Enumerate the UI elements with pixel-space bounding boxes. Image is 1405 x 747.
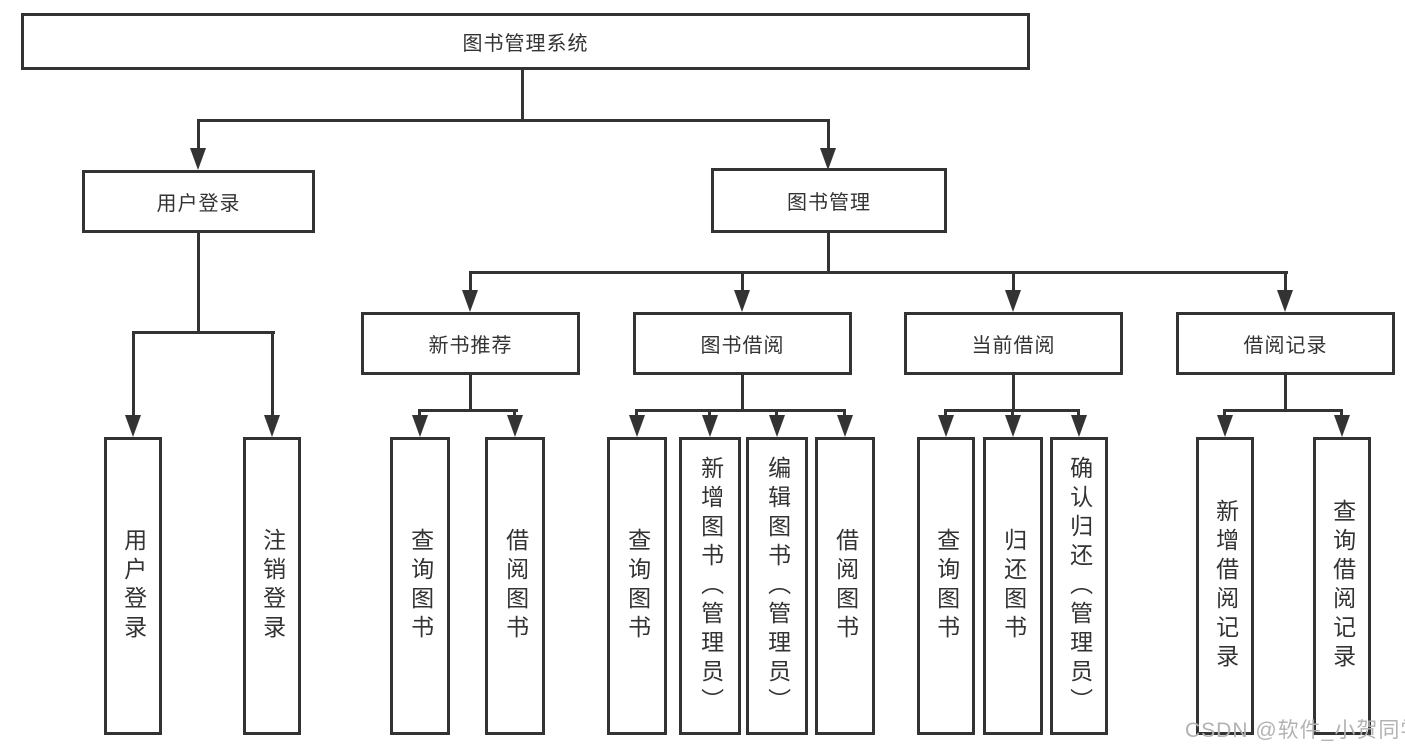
connector-line — [1011, 409, 1014, 419]
arrow-down-icon — [462, 290, 478, 312]
arrow-down-icon — [938, 415, 954, 437]
node-book-borrow: 图书借阅 — [633, 312, 852, 375]
connector-line — [469, 271, 472, 292]
connector-line — [418, 409, 518, 412]
arrow-down-icon — [1005, 290, 1021, 312]
leaf-query-books: 查询图书 — [917, 437, 975, 735]
connector-line — [1012, 375, 1015, 411]
connector-line — [827, 119, 830, 150]
node-borrow-records: 借阅记录 — [1176, 312, 1395, 375]
node-current-borrow: 当前借阅 — [904, 312, 1123, 375]
arrow-down-icon — [702, 415, 718, 437]
leaf-query-books: 查询图书 — [390, 437, 450, 735]
connector-line — [513, 409, 516, 419]
arrow-down-icon — [507, 415, 523, 437]
connector-line — [741, 271, 744, 292]
connector-line — [1340, 409, 1343, 419]
arrow-down-icon — [820, 148, 836, 170]
node-user-login: 用户登录 — [82, 170, 315, 233]
connector-line — [197, 119, 830, 122]
arrow-down-icon — [1217, 415, 1233, 437]
leaf-borrow-books: 借阅图书 — [485, 437, 545, 735]
connector-line — [132, 331, 275, 334]
connector-line — [132, 331, 135, 417]
connector-line — [197, 119, 200, 150]
connector-line — [635, 409, 638, 419]
leaf-confirm-return-admin: 确认归还（管理员） — [1050, 437, 1108, 735]
connector-line — [635, 409, 846, 412]
watermark: CSDN @软件_小贺同学 — [1185, 719, 1405, 742]
connector-line — [708, 409, 711, 419]
arrow-down-icon — [837, 415, 853, 437]
connector-line — [1284, 375, 1287, 411]
leaf-edit-books-admin: 编辑图书（管理员） — [746, 437, 808, 735]
connector-line — [1077, 409, 1080, 419]
arrow-down-icon — [412, 415, 428, 437]
connector-line — [843, 409, 846, 419]
node-root: 图书管理系统 — [21, 13, 1030, 70]
connector-line — [197, 233, 200, 333]
connector-line — [741, 375, 744, 411]
leaf-user-login: 用户登录 — [104, 437, 162, 735]
leaf-logout: 注销登录 — [243, 437, 301, 735]
connector-line — [271, 331, 274, 417]
connector-line — [469, 375, 472, 411]
leaf-add-borrow-record: 新增借阅记录 — [1196, 437, 1254, 735]
connector-line — [418, 409, 421, 419]
node-book-management: 图书管理 — [711, 168, 947, 233]
arrow-down-icon — [734, 290, 750, 312]
connector-line — [1012, 271, 1015, 292]
connector-line — [1284, 271, 1287, 292]
connector-line — [1223, 409, 1343, 412]
connector-line — [944, 409, 947, 419]
leaf-borrow-books: 借阅图书 — [815, 437, 875, 735]
arrow-down-icon — [1005, 415, 1021, 437]
arrow-down-icon — [190, 148, 206, 170]
arrow-down-icon — [264, 415, 280, 437]
leaf-return-books: 归还图书 — [983, 437, 1043, 735]
leaf-add-books-admin: 新增图书（管理员） — [679, 437, 741, 735]
node-new-book-recommend: 新书推荐 — [361, 312, 580, 375]
connector-line — [827, 233, 830, 273]
arrow-down-icon — [629, 415, 645, 437]
connector-line — [469, 271, 1288, 274]
arrow-down-icon — [125, 415, 141, 437]
connector-line — [521, 70, 524, 121]
connector-line — [775, 409, 778, 419]
arrow-down-icon — [1334, 415, 1350, 437]
connector-line — [1223, 409, 1226, 419]
leaf-query-books: 查询图书 — [607, 437, 667, 735]
arrow-down-icon — [1277, 290, 1293, 312]
arrow-down-icon — [769, 415, 785, 437]
arrow-down-icon — [1071, 415, 1087, 437]
leaf-query-borrow-record: 查询借阅记录 — [1313, 437, 1371, 735]
